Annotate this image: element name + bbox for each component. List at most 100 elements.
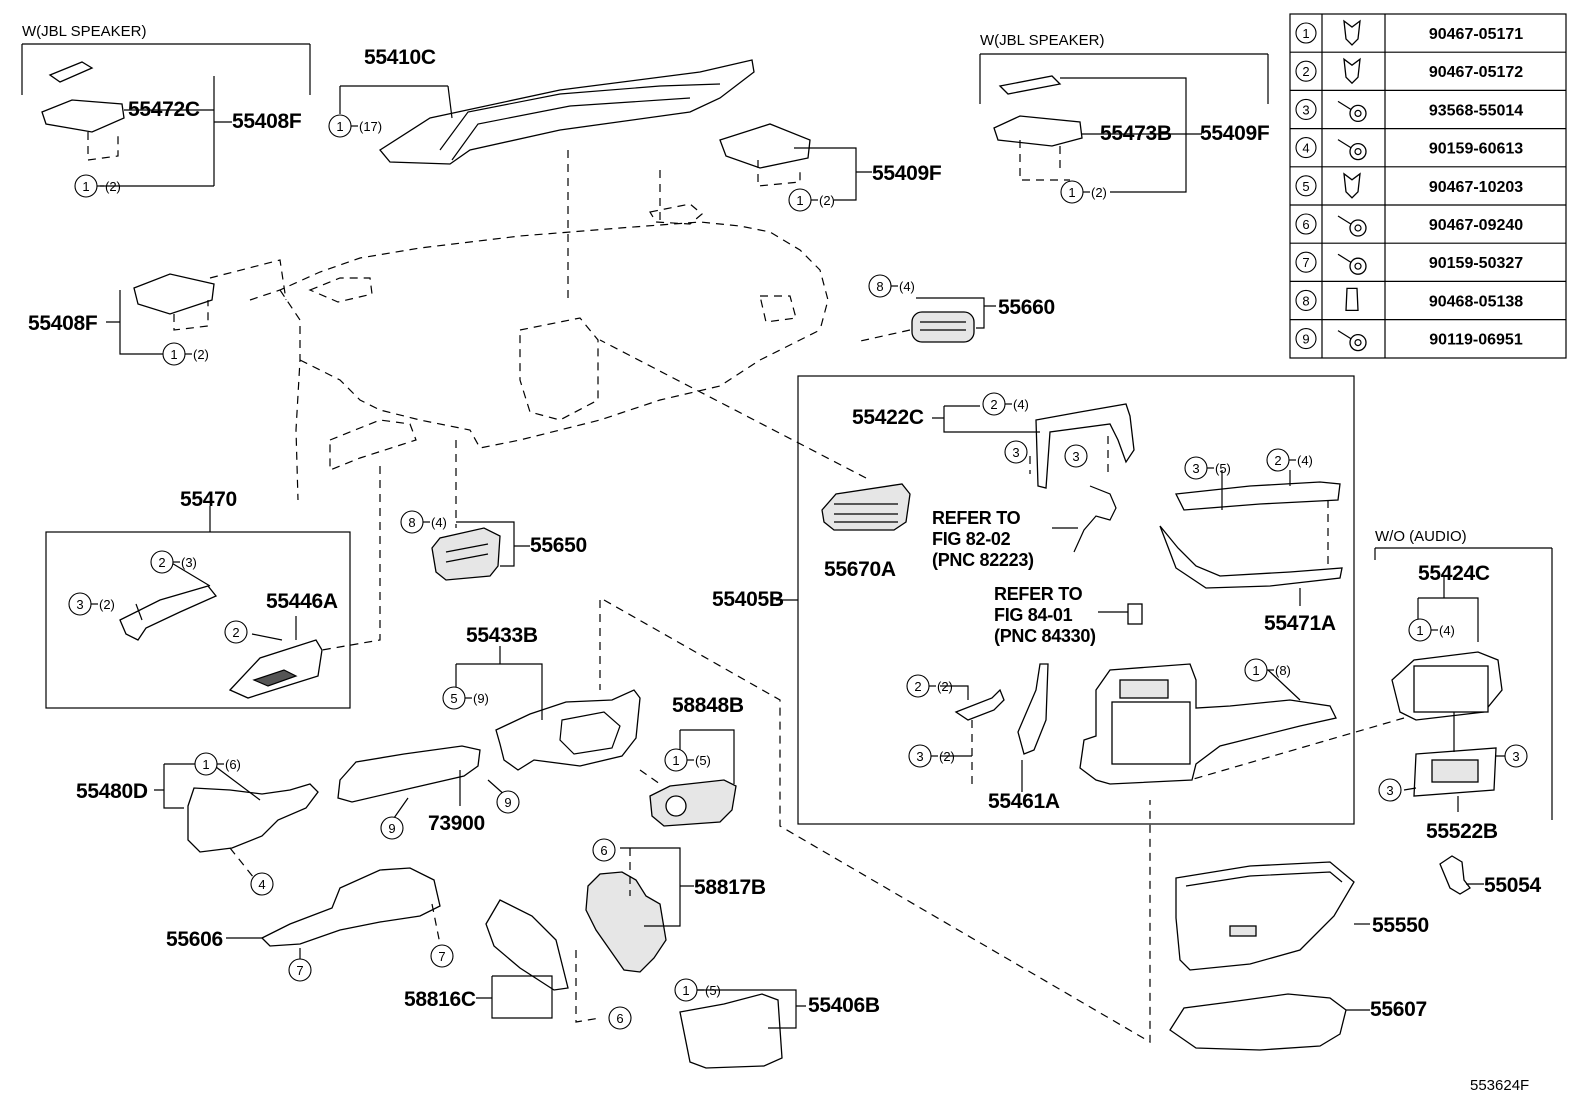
callout-qty: (2) bbox=[819, 193, 835, 208]
callout: 3(2) bbox=[68, 592, 115, 616]
callout-qty: (4) bbox=[1439, 623, 1455, 638]
callout-number: 2 bbox=[158, 555, 165, 570]
wo-audio-group: W/O (AUDIO) bbox=[1374, 528, 1553, 820]
part-number-label: 55054 bbox=[1484, 874, 1542, 897]
refer-line-1: REFER TO bbox=[994, 584, 1083, 604]
fastener-number: 1 bbox=[1302, 26, 1309, 41]
part-number-label: 55409F bbox=[872, 162, 942, 185]
callout-number: 3 bbox=[76, 597, 83, 612]
refer-line-2: FIG 84-01 bbox=[994, 605, 1073, 625]
callout-circle bbox=[430, 944, 454, 968]
callout-qty: (4) bbox=[431, 515, 447, 530]
fastener-number: 7 bbox=[1302, 255, 1309, 270]
refer-line-2: FIG 82-02 bbox=[932, 529, 1011, 549]
callout: 6 bbox=[592, 838, 616, 862]
callout: 3(5) bbox=[1184, 456, 1231, 480]
part-number-label: 55660 bbox=[998, 296, 1055, 319]
part-number-label: 55470 bbox=[180, 488, 237, 511]
callout-number: 1 bbox=[170, 347, 177, 362]
header-wo-audio: W/O (AUDIO) bbox=[1375, 528, 1467, 545]
callout-circle bbox=[608, 1006, 632, 1030]
fastener-part-number: 90119-06951 bbox=[1429, 332, 1523, 349]
fastener-row: 6 90467-09240 bbox=[1295, 213, 1523, 237]
callout-layer: 1(2)1(17)1(2)1(2)1(2)8(4)2(3)3(2)28(4)2(… bbox=[68, 114, 1528, 1030]
part-number-label: 55424C bbox=[1418, 562, 1490, 585]
part-number-label: 55446A bbox=[266, 590, 338, 613]
callout-circle bbox=[380, 816, 404, 840]
fastener-part-number: 90159-60613 bbox=[1429, 141, 1523, 158]
refer-to-84-01: REFER TO FIG 84-01 (PNC 84330) bbox=[994, 584, 1096, 646]
callout-number: 9 bbox=[388, 821, 395, 836]
fastener-part-number: 90159-50327 bbox=[1429, 255, 1523, 272]
fastener-number: 3 bbox=[1302, 102, 1309, 117]
fastener-number-circle bbox=[1295, 213, 1317, 235]
callout-qty: (2) bbox=[939, 749, 955, 764]
callout-number: 4 bbox=[258, 877, 265, 892]
callout: 1(17) bbox=[328, 114, 382, 138]
header-jbl-left: W(JBL SPEAKER) bbox=[22, 23, 146, 40]
diagram-id: 553624F bbox=[1470, 1077, 1529, 1094]
callout-qty: (2) bbox=[1091, 185, 1107, 200]
fastener-row: 1 90467-05171 bbox=[1295, 19, 1523, 46]
nut-icon bbox=[1345, 287, 1359, 312]
callout: 3 bbox=[1504, 744, 1528, 768]
header-jbl-right: W(JBL SPEAKER) bbox=[980, 32, 1104, 49]
callout-circle bbox=[1504, 744, 1528, 768]
callout-number: 1 bbox=[796, 193, 803, 208]
callout-qty: (17) bbox=[359, 119, 382, 134]
fastener-part-number: 93568-55014 bbox=[1429, 102, 1523, 119]
part-number-label: 55408F bbox=[232, 110, 302, 133]
part-number-label: 55550 bbox=[1372, 914, 1429, 937]
callout: 2 bbox=[224, 620, 248, 644]
callout-number: 1 bbox=[672, 753, 679, 768]
callout-qty: (8) bbox=[1275, 663, 1291, 678]
fastener-number: 5 bbox=[1302, 179, 1309, 194]
fastener-part-number: 90468-05138 bbox=[1429, 293, 1523, 310]
part-number-label: 55433B bbox=[466, 624, 538, 647]
callout-number: 8 bbox=[408, 515, 415, 530]
fastener-part-number: 90467-05171 bbox=[1429, 26, 1523, 43]
callout-qty: (5) bbox=[705, 983, 721, 998]
callout: 8 (4) bbox=[400, 510, 447, 534]
callout-number: 1 bbox=[1068, 185, 1075, 200]
callout-circle bbox=[1064, 444, 1088, 468]
part-number-label: 55606 bbox=[166, 928, 223, 951]
callout: 7 bbox=[288, 958, 312, 982]
parts-shapes bbox=[41, 59, 1503, 1069]
fastener-number: 6 bbox=[1302, 217, 1309, 232]
part-number-label: 55461A bbox=[988, 790, 1060, 813]
clip-icon bbox=[1343, 172, 1361, 199]
callout-number: 7 bbox=[438, 949, 445, 964]
part-number-label: 55406B bbox=[808, 994, 880, 1017]
callout-number: 3 bbox=[1192, 461, 1199, 476]
callout-number: 3 bbox=[1072, 449, 1079, 464]
fastener-number-circle bbox=[1295, 289, 1317, 311]
part-number-label: 55471A bbox=[1264, 612, 1336, 635]
callout: 1(6) bbox=[194, 752, 241, 776]
callout-number: 2 bbox=[232, 625, 239, 640]
fastener-number-circle bbox=[1295, 60, 1317, 82]
connector-lines bbox=[45, 76, 1506, 1044]
callout: 6 bbox=[608, 1006, 632, 1030]
fastener-part-number: 90467-09240 bbox=[1429, 217, 1523, 234]
callout-number: 8 bbox=[876, 279, 883, 294]
clip-icon bbox=[1343, 57, 1361, 85]
callout: 9 bbox=[496, 790, 520, 814]
callout: 8(4) bbox=[868, 274, 915, 298]
callout: 1(8) bbox=[1244, 658, 1291, 682]
callout: 3(2) bbox=[908, 744, 955, 768]
callout-number: 3 bbox=[1512, 749, 1519, 764]
refer-line-1: REFER TO bbox=[932, 508, 1021, 528]
part-number-label: 58817B bbox=[694, 876, 766, 899]
callout-circle bbox=[224, 620, 248, 644]
callout-number: 1 bbox=[82, 179, 89, 194]
callout-qty: (2) bbox=[937, 679, 953, 694]
part-number-label: 58848B bbox=[672, 694, 744, 717]
refer-line-3: (PNC 82223) bbox=[932, 550, 1034, 570]
part-number-label: 55670A bbox=[824, 558, 896, 581]
fastener-number-circle bbox=[1295, 98, 1317, 120]
part-number-label: 55408F bbox=[28, 312, 98, 335]
